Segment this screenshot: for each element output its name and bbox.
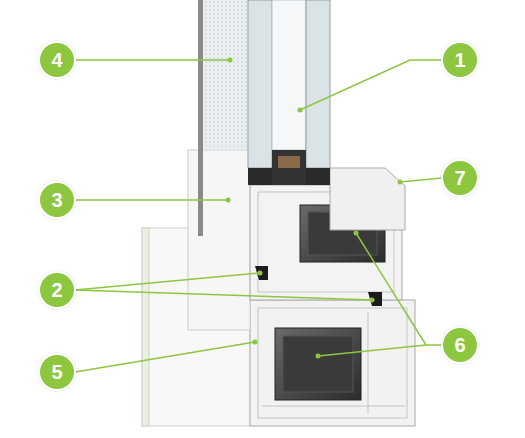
callout-number: 6 [454, 335, 465, 355]
leader-dot [258, 271, 263, 276]
leader-dot [298, 108, 303, 113]
glazing-bead [330, 168, 405, 230]
callout-number: 5 [51, 362, 62, 382]
leader-line [318, 345, 426, 356]
glass-pane [248, 0, 272, 168]
callout-circle: 1 [443, 43, 477, 77]
leader-line [300, 60, 442, 110]
leader-line [426, 344, 442, 346]
leader-lines [75, 60, 442, 372]
glass-coating [200, 0, 248, 150]
frame-chamber [258, 308, 407, 418]
leader-dot [226, 198, 231, 203]
callout-circle: 3 [40, 183, 74, 217]
leader-line [75, 290, 372, 300]
leader-line [75, 59, 230, 61]
glass-face [200, 0, 248, 150]
glass-pane [306, 0, 330, 168]
frame-section [250, 300, 415, 426]
leader-dots [226, 58, 403, 359]
glass-seal [248, 168, 272, 185]
leader-line [75, 199, 228, 201]
leader-line [400, 178, 442, 182]
frame-steel-inner [283, 336, 353, 392]
leader-dot [370, 298, 375, 303]
gasket [368, 292, 382, 306]
callout-circle: 2 [40, 273, 74, 307]
frame-edge [142, 228, 149, 426]
leader-line [75, 342, 255, 372]
callout-number: 1 [454, 50, 465, 70]
callout-circle: 6 [443, 328, 477, 362]
callout-number: 2 [51, 280, 62, 300]
spacer [272, 150, 306, 185]
leader-dot [253, 340, 258, 345]
frame-wall [262, 406, 405, 407]
frame-steel [275, 328, 361, 400]
leader-dot [354, 231, 359, 236]
glass-seal [306, 168, 330, 185]
callout-number: 3 [51, 190, 62, 210]
callout-circle: 5 [40, 355, 74, 389]
glass-gap [272, 0, 306, 150]
frame-wall [368, 312, 369, 414]
callout-circle: 7 [443, 161, 477, 195]
leader-line [356, 233, 426, 345]
leader-dot [228, 58, 233, 63]
callout-circle: 4 [40, 43, 74, 77]
spacer-desiccant [278, 156, 300, 168]
leader-dot [316, 354, 321, 359]
leader-dot [398, 180, 403, 185]
leader-line [75, 273, 260, 290]
sash-face [188, 150, 250, 330]
callout-number: 7 [454, 168, 465, 188]
callout-number: 4 [51, 50, 62, 70]
